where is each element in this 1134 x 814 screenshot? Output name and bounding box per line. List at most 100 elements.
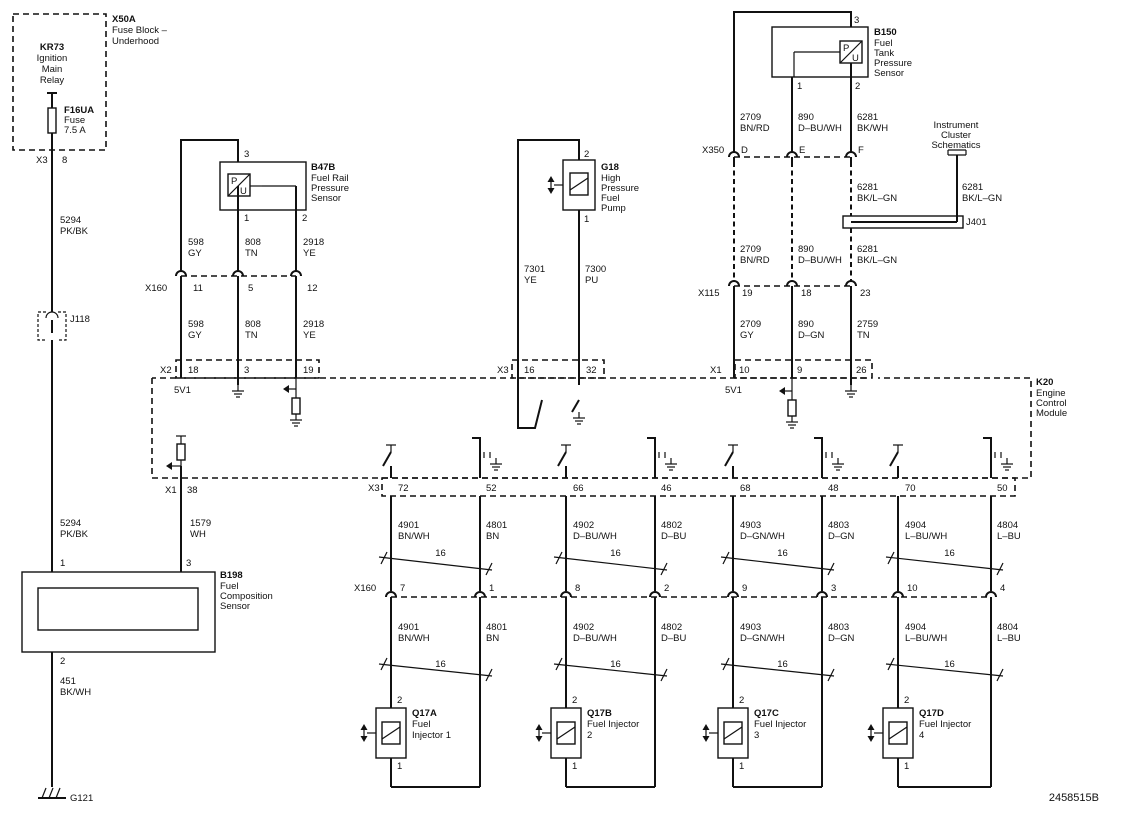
circuit-1579: 1579 WH X1 38: [165, 435, 211, 572]
w7301-color: YE: [524, 275, 537, 286]
injector-id-3: Q17D: [919, 708, 944, 719]
inj-wire-bot-color-7: L–BU: [997, 633, 1021, 644]
x3-16-pin: 16: [524, 365, 535, 376]
x1-low-connector: X1: [165, 485, 177, 496]
x50a-line2: Underhood: [112, 36, 159, 47]
g18-pin1: 1: [584, 214, 589, 225]
high-pressure-fuel-pump-g18: 2 1 G18 High Pressure Fuel Pump 7301 YE …: [497, 139, 639, 429]
x3-32-pin: 32: [586, 365, 597, 376]
b150-line1: Fuel: [874, 38, 892, 49]
w1579-num: 1579: [190, 518, 211, 529]
x160-low-pin-8: 8: [575, 583, 580, 594]
w2709a-num: 2709: [740, 112, 761, 123]
x1-10-pin: 10: [739, 365, 750, 376]
w2709b-color: BN/RD: [740, 255, 770, 266]
injector-pin1-0: 1: [397, 761, 402, 772]
w890a-color: D–BU/WH: [798, 123, 842, 134]
injector-pin2-2: 2: [739, 695, 744, 706]
inj-wire-top-color-5: D–GN: [828, 531, 855, 542]
ecm-pin-52: 52: [486, 483, 497, 494]
x1-38-pin: 38: [187, 485, 198, 496]
twist-gauge-top-0: 16: [435, 548, 446, 559]
g18-line4: Pump: [601, 203, 626, 214]
inj-wire-bot-color-5: D–GN: [828, 633, 855, 644]
injector-id-0: Q17A: [412, 708, 437, 719]
injector-channel-1: [359, 437, 503, 788]
x50a-id: X50A: [112, 14, 136, 25]
kr73-line2: Main: [42, 64, 63, 75]
twist-gauge-bot-3: 16: [944, 659, 955, 670]
b47b-pin3: 3: [244, 149, 249, 160]
x350-f-pin: F: [858, 145, 864, 156]
injector-line2-1: 2: [587, 730, 592, 741]
inj-wire-top-num-6: 4904: [905, 520, 926, 531]
injector-pin1-3: 1: [904, 761, 909, 772]
instrument-line2: Cluster: [941, 130, 971, 141]
j401-id: J401: [966, 217, 987, 228]
x160-5-pin: 5: [248, 283, 253, 294]
w890c-num: 890: [798, 319, 814, 330]
kr73-line1: Ignition: [37, 53, 68, 64]
w6281a-color: BK/WH: [857, 123, 888, 134]
b198-line3: Sensor: [220, 601, 250, 612]
inj-wire-bot-num-0: 4901: [398, 622, 419, 633]
svg-text:U: U: [240, 186, 247, 197]
fuse-block-x50a: X50A Fuse Block – Underhood KR73 Ignitio…: [12, 13, 168, 166]
g18-pin2: 2: [584, 149, 589, 160]
instrument-line1: Instrument: [934, 120, 979, 131]
twist-gauge-bot-2: 16: [777, 659, 788, 670]
inj-wire-top-num-3: 4802: [661, 520, 682, 531]
figure-id: 2458515B: [1049, 792, 1099, 804]
inj-wire-bot-num-1: 4801: [486, 622, 507, 633]
w808a-color: TN: [245, 248, 258, 259]
ecm-pin-68: 68: [740, 483, 751, 494]
x3-low-connector: X3: [368, 483, 380, 494]
w5294b-color: PK/BK: [60, 529, 89, 540]
w808a-num: 808: [245, 237, 261, 248]
injector-line2-2: 3: [754, 730, 759, 741]
b150-line3: Pressure: [874, 58, 912, 69]
w808b-num: 808: [245, 319, 261, 330]
x160-low-pin-9: 9: [742, 583, 747, 594]
k20-line1: Engine: [1036, 388, 1066, 399]
inj-wire-top-num-2: 4902: [573, 520, 594, 531]
b150-pin2: 2: [855, 81, 860, 92]
x1-connector: X1: [710, 365, 722, 376]
x115-connector: X115: [698, 288, 719, 299]
ecm-pin-70: 70: [905, 483, 916, 494]
b198-line1: Fuel: [220, 581, 238, 592]
inj-wire-top-num-7: 4804: [997, 520, 1018, 531]
engine-control-module-k20: K20 Engine Control Module: [151, 359, 1067, 497]
inj-wire-top-color-0: BN/WH: [398, 531, 430, 542]
inj-wire-top-color-2: D–BU/WH: [573, 531, 617, 542]
x160-11-pin: 11: [193, 283, 203, 294]
inj-wire-bot-color-6: L–BU/WH: [905, 633, 947, 644]
injector-line2-3: 4: [919, 730, 924, 741]
j118-id: J118: [70, 314, 90, 325]
ecm-pin-50: 50: [997, 483, 1008, 494]
x115-19-pin: 19: [742, 288, 753, 299]
k20-line3: Module: [1036, 408, 1067, 419]
x160-connector: X160: [145, 283, 167, 294]
injector-line1-3: Fuel Injector: [919, 719, 971, 730]
twist-gauge-top-3: 16: [944, 548, 955, 559]
g18-line2: Pressure: [601, 183, 639, 194]
x160-low-connector: X160: [354, 583, 376, 594]
inj-wire-top-num-1: 4801: [486, 520, 507, 531]
inj-wire-top-color-1: BN: [486, 531, 499, 542]
w2709c-color: GY: [740, 330, 754, 341]
v5-label-a: 5V1: [174, 385, 191, 396]
kr73-line3: Relay: [40, 75, 65, 86]
x1-9-pin: 9: [797, 365, 802, 376]
injector-pin1-2: 1: [739, 761, 744, 772]
x160-12-pin: 12: [307, 283, 318, 294]
w6281c-num: 6281: [962, 182, 983, 193]
w6281d-color: BK/L–GN: [857, 255, 897, 266]
inj-wire-bot-color-4: D–GN/WH: [740, 633, 785, 644]
inj-wire-bot-color-1: BN: [486, 633, 499, 644]
w6281b-color: BK/L–GN: [857, 193, 897, 204]
inj-wire-bot-num-4: 4903: [740, 622, 761, 633]
k20-line2: Control: [1036, 398, 1067, 409]
inj-wire-top-num-0: 4901: [398, 520, 419, 531]
